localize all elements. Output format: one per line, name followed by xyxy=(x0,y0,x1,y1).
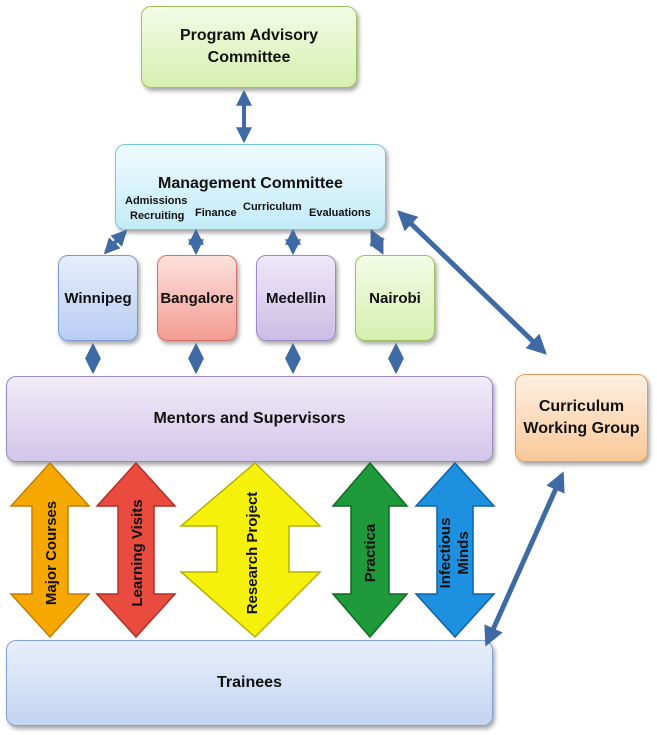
management-committee-box: Management Committee Admissions Recruiti… xyxy=(115,144,386,230)
practica-arrow: Practica xyxy=(331,461,409,639)
arrow-mgmt-winnipeg xyxy=(103,229,128,255)
learning-visits-arrow: Learning Visits xyxy=(95,461,177,639)
practica-label: Practica xyxy=(362,523,379,582)
learning-visits-label: Learning Visits xyxy=(129,499,146,606)
research-project-label: Research Project xyxy=(244,492,261,615)
research-project-arrow: Research Project xyxy=(178,461,322,639)
trainees-label: Trainees xyxy=(217,674,282,691)
site-medellin-box: Medellin xyxy=(256,255,336,341)
site-bangalore-box: Bangalore xyxy=(157,255,237,341)
finance-label: Finance xyxy=(195,207,237,219)
infectious-minds-arrow: Infectious Minds xyxy=(414,461,496,639)
pac-line2: Committee xyxy=(207,49,291,66)
cwg-line1: Curriculum xyxy=(538,398,625,415)
program-advisory-committee-box: Program Advisory Committee xyxy=(141,6,357,88)
major-courses-label: Major Courses xyxy=(43,501,60,605)
curriculum-working-group-box: Curriculum Working Group xyxy=(515,374,648,462)
recruiting-label: Recruiting xyxy=(130,210,185,222)
site-bangalore-label: Bangalore xyxy=(160,289,234,307)
trainees-box: Trainees xyxy=(6,640,493,726)
mentors-supervisors-box: Mentors and Supervisors xyxy=(6,376,493,462)
evaluations-label: Evaluations xyxy=(309,207,371,219)
site-winnipeg-box: Winnipeg xyxy=(58,255,138,341)
curriculum-label: Curriculum xyxy=(243,201,302,213)
infectious-minds-label-1: Infectious xyxy=(437,518,454,589)
pac-line1: Program Advisory xyxy=(179,27,319,44)
site-winnipeg-label: Winnipeg xyxy=(64,289,132,307)
infectious-minds-label-2: Minds xyxy=(455,531,472,574)
admissions-label: Admissions xyxy=(125,195,188,207)
mentors-supervisors-label: Mentors and Supervisors xyxy=(153,410,346,427)
major-courses-arrow: Major Courses xyxy=(9,461,91,639)
management-committee-title: Management Committee xyxy=(158,175,343,192)
arrow-mgmt-cwg xyxy=(397,210,547,355)
arrow-mgmt-nairobi xyxy=(369,229,385,255)
cwg-line2: Working Group xyxy=(523,420,640,437)
site-medellin-label: Medellin xyxy=(265,289,326,307)
arrow-cwg-trainees xyxy=(484,471,565,647)
